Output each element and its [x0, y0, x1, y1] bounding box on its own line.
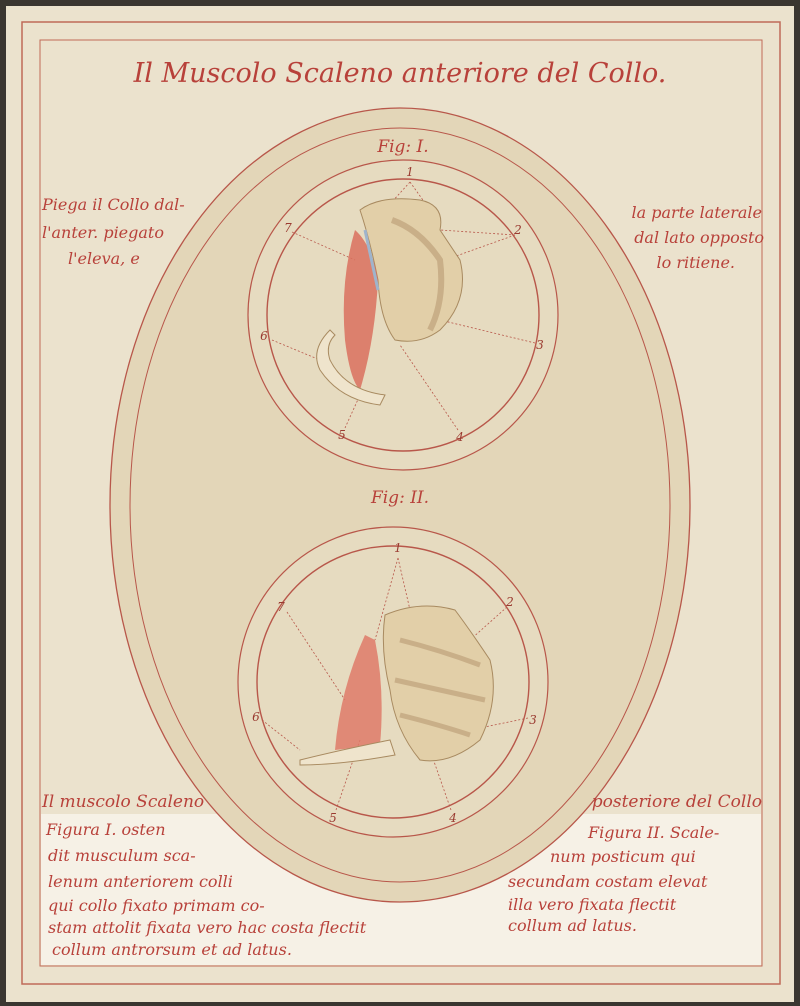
caption-right-line: collum ad latus.: [508, 916, 637, 935]
outer-border: [21, 21, 781, 985]
caption-right-line: Figura II. Scale-: [587, 823, 719, 842]
caption-right-line: illa vero fixata flectit: [508, 895, 677, 914]
fig2-number-3: 3: [529, 713, 537, 727]
caption-right-line: secundam costam elevat: [508, 872, 708, 891]
caption-right: Figura II. Scale- num posticum qui secun…: [508, 823, 719, 935]
right-note-line: la parte laterale: [632, 203, 762, 222]
fig1-number-1: 1: [406, 165, 414, 179]
caption-left-line: lenum anteriorem colli: [48, 872, 233, 891]
caption-left-heading: Il muscolo Scaleno: [41, 792, 204, 812]
right-note-line: dal lato opposto: [634, 228, 764, 247]
left-note-line: l'eleva, e: [68, 249, 140, 268]
caption-left-line: dit musculum sca-: [48, 846, 196, 865]
caption-right-heading: posteriore del Collo: [592, 792, 762, 812]
caption-left-line: Figura I. osten: [45, 820, 166, 839]
fig1-number-5: 5: [338, 428, 346, 442]
left-note-line: Piega il Collo dal-: [41, 195, 185, 214]
inner-border: [39, 39, 763, 967]
fig2-number-2: 2: [505, 595, 514, 609]
fig2-number-7: 7: [277, 600, 285, 614]
fig1-number-4: 4: [455, 430, 464, 444]
inner-oval: [129, 127, 671, 883]
caption-right-line: num posticum qui: [550, 847, 696, 866]
left-note: Piega il Collo dal- l'anter. piegato l'e…: [41, 195, 185, 268]
fig1-number-3: 3: [536, 338, 544, 352]
caption-left-line: collum antrorsum et ad latus.: [52, 940, 292, 959]
fig2-number-1: 1: [394, 541, 402, 555]
plate-title: Il Muscolo Scaleno anteriore del Collo.: [133, 58, 667, 89]
caption-left: Figura I. osten dit musculum sca- lenum …: [45, 820, 367, 959]
right-note: la parte laterale dal lato opposto lo ri…: [632, 203, 764, 272]
figure-1: Fig: I. 1 2 3 4 5 6 7: [247, 137, 559, 471]
caption-left-line: stam attolit fixata vero hac costa flect…: [48, 918, 367, 937]
right-note-line: lo ritiene.: [657, 253, 735, 272]
fig1-number-6: 6: [260, 329, 268, 343]
figure-2: Fig: II. 1 2 3 4 5 6 7: [237, 488, 549, 838]
fig2-number-6: 6: [252, 710, 260, 724]
caption-left-line: qui collo fixato primam co-: [48, 896, 265, 915]
fig1-number-7: 7: [284, 221, 292, 235]
fig2-number-4: 4: [448, 811, 457, 825]
fig2-number-5: 5: [329, 811, 337, 825]
figure-1-label: Fig: I.: [376, 137, 428, 157]
figure-2-label: Fig: II.: [370, 488, 429, 508]
left-note-line: l'anter. piegato: [42, 223, 164, 242]
fig1-number-2: 2: [513, 223, 522, 237]
